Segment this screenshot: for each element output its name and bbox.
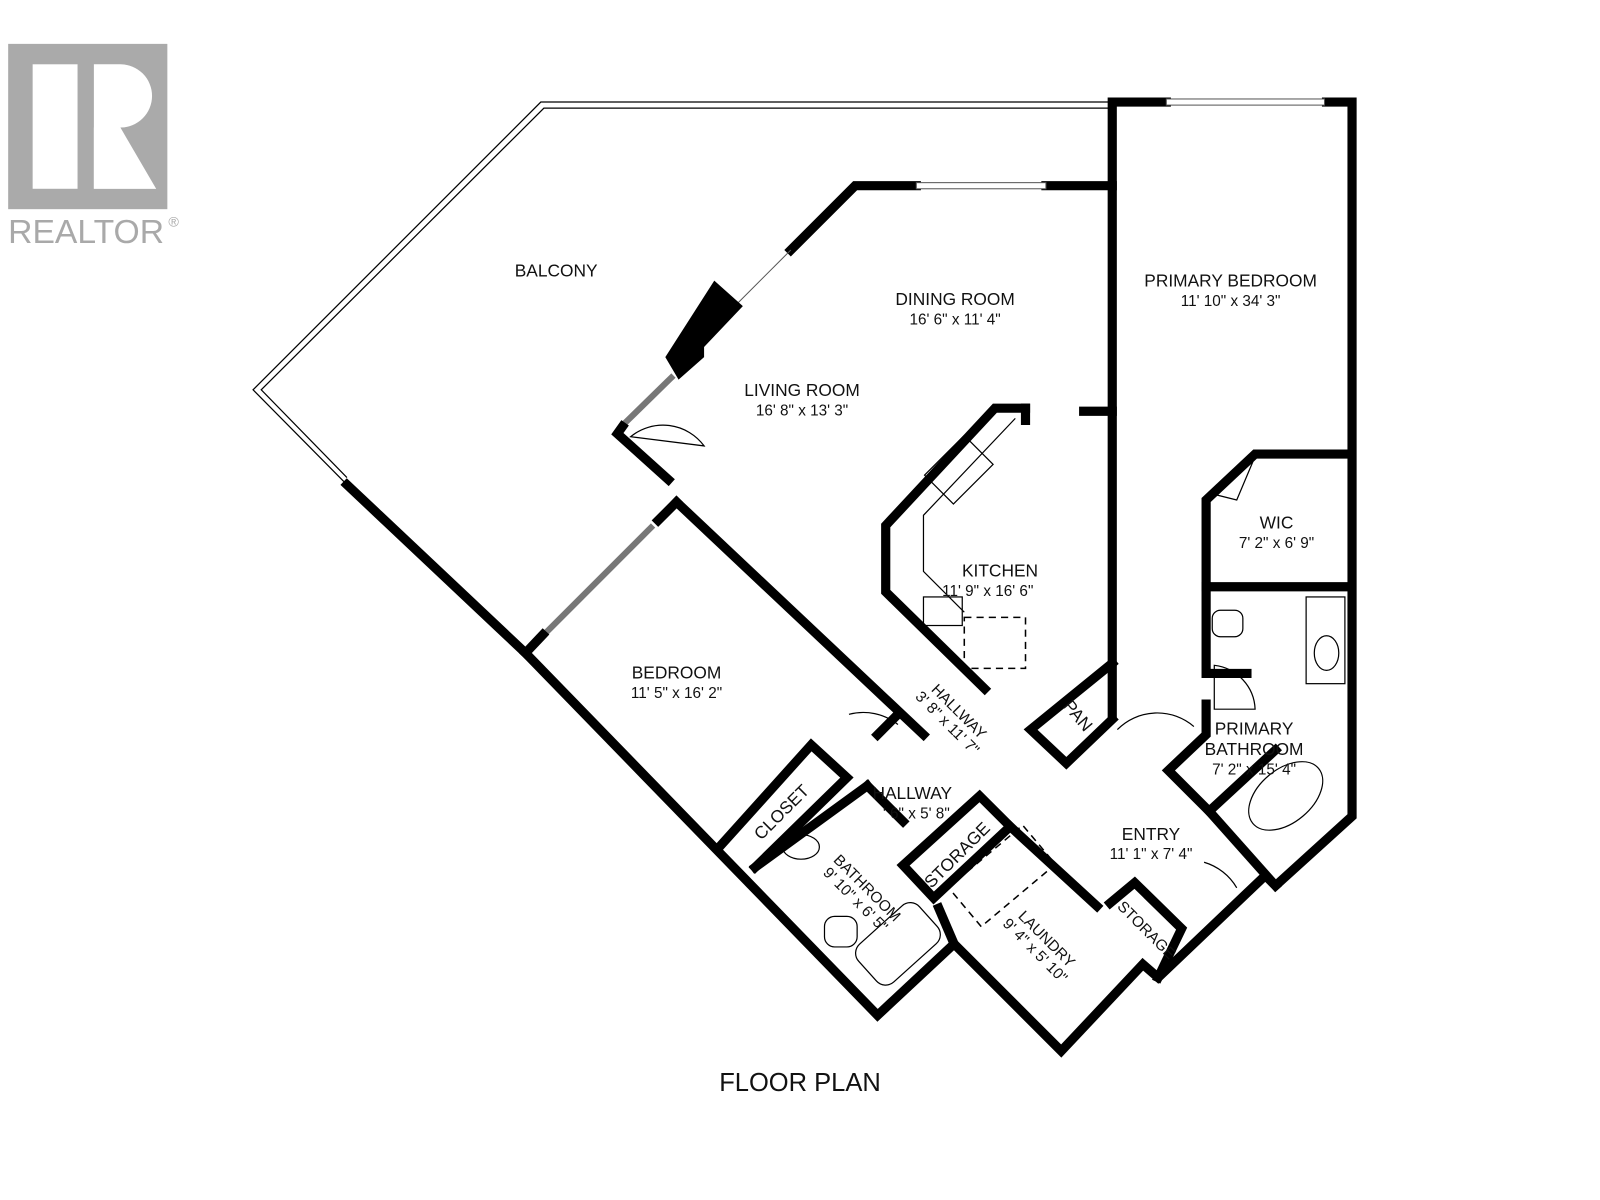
room-dims-wic: 7' 2" x 6' 9" [1239,535,1314,552]
room-label-primary-bedroom: PRIMARY BEDROOM [1144,271,1317,291]
primary-bedroom-left-wall [1107,97,1171,719]
door-swing [1213,664,1256,710]
balcony-railing [252,101,1111,486]
logo-registered-mark: ® [168,215,179,231]
room-dims-dining: 16' 6" x 11' 4" [909,311,1000,328]
window [736,249,792,305]
toilet [1211,609,1244,638]
door-swing [1215,460,1254,501]
room-label-living: LIVING ROOM [744,380,860,400]
room-dims-kitchen: 11' 9" x 16' 6" [942,583,1033,600]
room-dims-bedroom: 11' 5" x 16' 2" [631,685,722,702]
toilet [823,915,858,948]
storage2-wall [1103,876,1188,984]
closet-wall [712,738,854,874]
room-label-primary-bathroom: PRIMARY [1215,719,1294,739]
room-label-storage-2: STORAGE [1114,898,1179,963]
primary-bath-wall-lower [1161,699,1282,818]
room-dims-primary-bedroom: 11' 10" x 34' 3" [1181,293,1281,310]
wic-wall [1201,449,1350,592]
primary-bath-wall-diag [1202,804,1282,893]
door-swing [1116,712,1195,731]
window [915,182,1047,190]
balcony-railing-inner [260,107,1111,478]
sink [1313,635,1340,672]
window [1165,98,1326,106]
kitchen-counter [922,417,1016,613]
pantry-wall [1023,656,1119,770]
kitchen-sink [923,434,994,505]
room-label-dining: DINING ROOM [895,289,1014,309]
vanity [1305,596,1346,685]
fireplace [665,280,743,380]
exterior-wall [340,97,1357,1058]
door-swing [629,424,706,447]
bathtub [1248,761,1324,831]
dining-wall [784,181,921,257]
sink [782,834,820,860]
floor-plan-caption: FLOOR PLAN [719,1069,881,1097]
bedroom-wall-stub [651,495,684,527]
room-label-kitchen: KITCHEN [962,561,1038,581]
room-label-primary-bathroom-2: BATHROOM [1205,739,1304,759]
window [543,523,656,635]
laundry-wall-left [932,902,961,950]
realtor-logo: REALTOR ® [8,43,179,251]
room-dims-hallway-2: ' 6" x 5' 8" [883,805,950,822]
room-dims-living: 16' 8" x 13' 3" [756,402,848,419]
hall-wall [860,779,910,828]
bedroom-door-wall [871,707,905,742]
room-label-hallway-2: HALLWAY [872,783,952,803]
room-label-wic: WIC [1260,513,1294,533]
window [622,373,676,426]
island [963,616,1027,670]
primary-bath-wall [1201,582,1252,679]
room-dims-primary-bathroom: 7' 2" x 15' 4" [1212,761,1296,778]
kitchen-wall [881,403,1031,696]
room-label-entry: ENTRY [1122,824,1181,844]
bathtub [854,902,941,986]
bedroom-wall-stub [519,628,550,660]
room-label-balcony: BALCONY [515,261,598,281]
stove [922,596,963,627]
room-dims-entry: 11' 1" x 7' 4" [1110,846,1193,863]
bedroom-living-wall [670,495,930,742]
living-wall [611,420,675,487]
door-swing [848,711,899,725]
room-label-bedroom: BEDROOM [632,663,722,683]
door-swing [1203,861,1238,889]
logo-text: REALTOR [8,214,164,251]
closet-bath-wall [748,779,874,874]
